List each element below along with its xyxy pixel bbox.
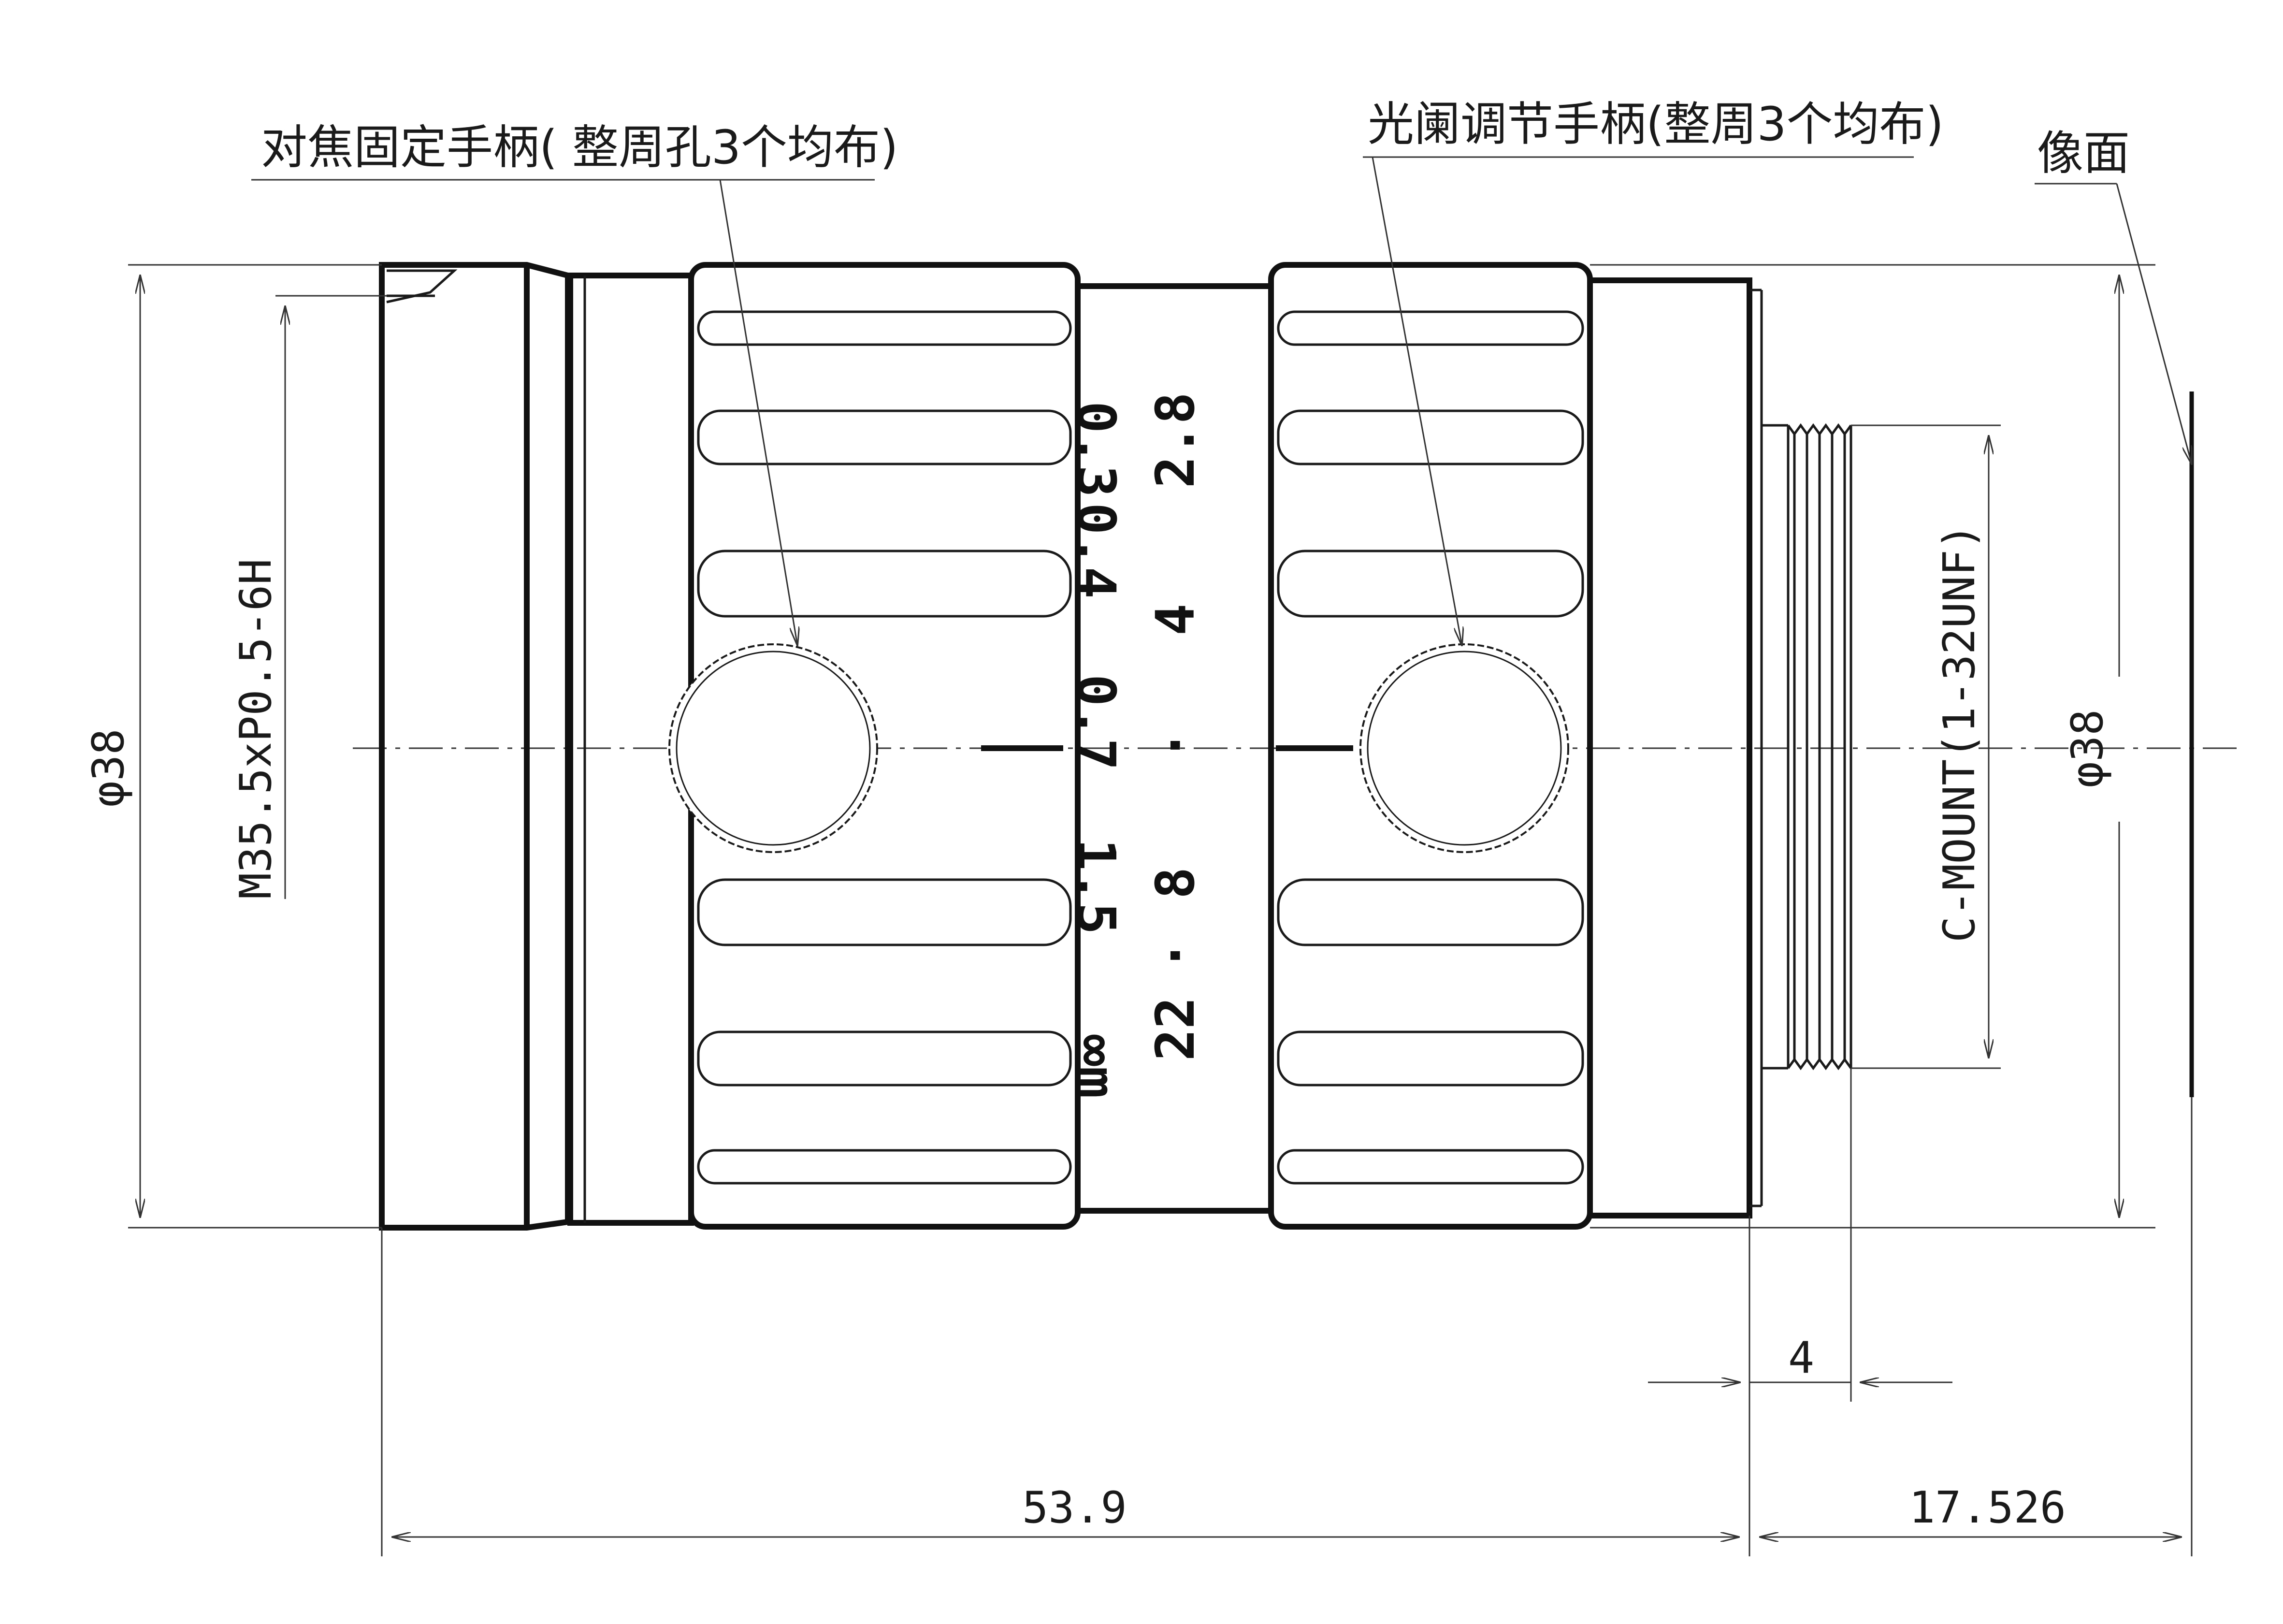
- iris-knob: [1359, 643, 1569, 853]
- front-thread-label: M35.5xP0.5-6H: [231, 559, 281, 899]
- iris-scale-label: ·: [1144, 729, 1206, 761]
- c-mount-thread: [1762, 423, 1852, 1071]
- iris-scale-label: 22: [1144, 997, 1206, 1061]
- left-diameter-label: φ38: [83, 728, 134, 807]
- mount-thread-label: C-MOUNT(1-32UNF): [1934, 523, 1985, 942]
- scale-band: [981, 283, 1353, 1214]
- mount-thread-dimension: C-MOUNT(1-32UNF): [1851, 424, 2001, 1069]
- rear-body: [1587, 277, 1763, 1218]
- iris-scale-label: ·: [1144, 940, 1206, 972]
- focus-scale: 0.3 0.4 0.7 1.5 ∞m: [1065, 401, 1127, 1098]
- image-plane-leader: 像面: [2035, 126, 2192, 464]
- iris-scale-label: 2.8: [1144, 392, 1206, 488]
- focus-knob: [668, 643, 878, 853]
- image-plane-label: 像面: [2037, 126, 2130, 180]
- mount-depth-label: 4: [1788, 1333, 1814, 1383]
- total-length-dimension: 53.9: [392, 1482, 1739, 1537]
- right-diameter-label: φ38: [2062, 709, 2113, 788]
- extension-lines: [381, 1068, 2193, 1556]
- left-diameter-dimension: φ38: [83, 264, 382, 1229]
- iris-scale: 2.8 4 · 8 · 22: [1144, 392, 1206, 1061]
- focus-scale-label: 0.3: [1065, 401, 1127, 497]
- focus-scale-label: 1.5: [1065, 839, 1127, 935]
- focus-ring: [688, 262, 1081, 1230]
- iris-handle-label: 光阑调节手柄(整周3个均布): [1368, 97, 1944, 151]
- flange-distance-label: 17.526: [1909, 1482, 2066, 1533]
- focus-handle-leader: 对焦固定手柄( 整周孔3个均布): [251, 120, 898, 645]
- focus-scale-label: ∞m: [1065, 1034, 1127, 1098]
- right-diameter-dimension: φ38: [1590, 264, 2155, 1229]
- iris-scale-label: 4: [1144, 604, 1206, 636]
- front-thread-dimension: M35.5xP0.5-6H: [231, 295, 387, 899]
- iris-ring: [1268, 262, 1593, 1230]
- iris-handle-leader: 光阑调节手柄(整周3个均布): [1363, 97, 1944, 645]
- focus-scale-label: 0.4: [1065, 503, 1127, 599]
- focus-handle-label: 对焦固定手柄( 整周孔3个均布): [261, 120, 898, 174]
- flange-distance-dimension: 17.526: [1760, 1482, 2181, 1537]
- mount-depth-dimension: 4: [1648, 1333, 1952, 1383]
- total-length-label: 53.9: [1022, 1482, 1127, 1533]
- front-barrel: [379, 262, 571, 1231]
- focus-scale-label: 0.7: [1065, 674, 1127, 770]
- iris-scale-label: 8: [1144, 867, 1206, 899]
